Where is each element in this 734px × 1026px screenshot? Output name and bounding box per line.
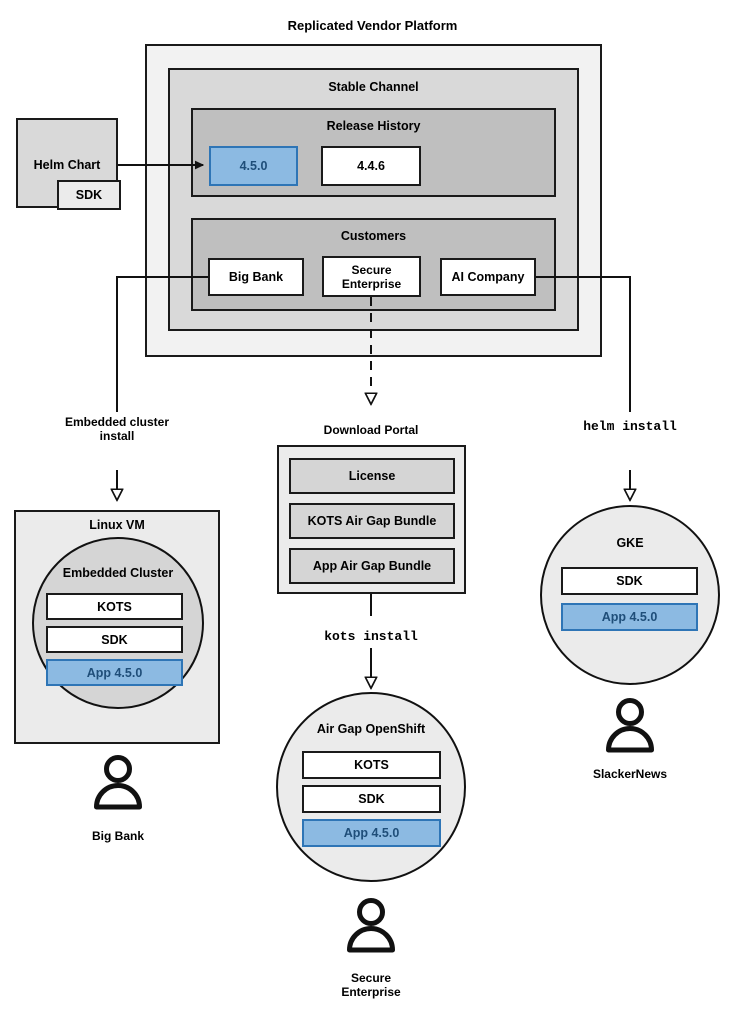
gke-component-app[interactable]: App 4.5.0 <box>561 603 698 631</box>
big-bank-user-icon <box>94 755 142 810</box>
air-gap-component-kots[interactable]: KOTS <box>302 751 441 779</box>
secure-enterprise-user-label: Secure Enterprise <box>341 971 401 1000</box>
download-portal-item-app-airgap[interactable]: App Air Gap Bundle <box>289 548 455 584</box>
air-gap-openshift-title: Air Gap OpenShift <box>316 722 426 736</box>
big-bank-user-label: Big Bank <box>91 829 144 843</box>
gke-title: GKE <box>616 536 644 550</box>
slackernews-user-label: SlackerNews <box>592 767 668 781</box>
helm-chart-sdk-box[interactable]: SDK <box>57 180 121 210</box>
air-gap-component-sdk[interactable]: SDK <box>302 785 441 813</box>
linux-vm-component-app[interactable]: App 4.5.0 <box>46 659 183 686</box>
embedded-cluster-install-label: Embedded cluster install <box>64 415 170 444</box>
download-portal-arrow-label: Download Portal <box>323 423 419 437</box>
diagram-title: Replicated Vendor Platform <box>287 18 458 33</box>
secure-enterprise-user-icon <box>347 898 395 953</box>
linux-vm-component-sdk[interactable]: SDK <box>46 626 183 653</box>
gke-circle <box>540 505 720 685</box>
linux-vm-component-kots[interactable]: KOTS <box>46 593 183 620</box>
linux-vm-title: Linux VM <box>89 518 145 532</box>
release-history-title: Release History <box>326 119 421 133</box>
helm-chart-label: Helm Chart <box>33 158 101 172</box>
helm-install-label: helm install <box>583 419 677 434</box>
customers-title: Customers <box>340 229 407 243</box>
customer-ai-company[interactable]: AI Company <box>440 258 536 296</box>
air-gap-component-app[interactable]: App 4.5.0 <box>302 819 441 847</box>
stable-channel-title: Stable Channel <box>328 80 419 94</box>
slackernews-user-icon <box>606 698 654 753</box>
embedded-cluster-title: Embedded Cluster <box>62 566 174 580</box>
kots-install-label: kots install <box>324 629 418 644</box>
release-item-4-4-6[interactable]: 4.4.6 <box>321 146 421 186</box>
download-portal-item-kots-airgap[interactable]: KOTS Air Gap Bundle <box>289 503 455 539</box>
gke-component-sdk[interactable]: SDK <box>561 567 698 595</box>
download-portal-item-license[interactable]: License <box>289 458 455 494</box>
release-item-4-5-0[interactable]: 4.5.0 <box>209 146 298 186</box>
customer-secure-enterprise[interactable]: Secure Enterprise <box>322 256 421 297</box>
customer-big-bank[interactable]: Big Bank <box>208 258 304 296</box>
